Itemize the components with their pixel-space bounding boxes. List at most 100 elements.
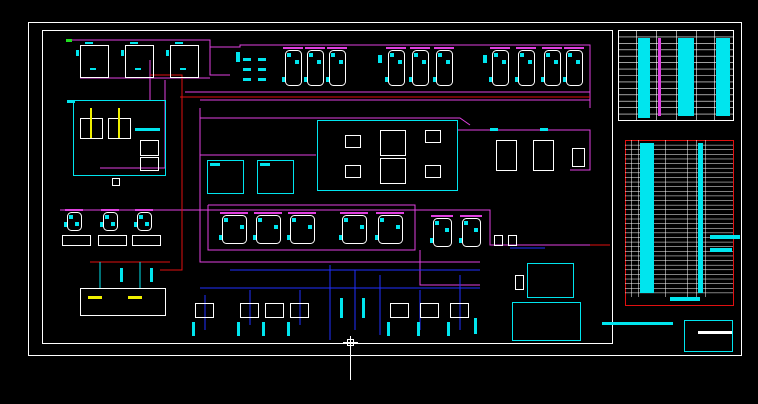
annotation-tag (433, 77, 436, 82)
annotation-tag (390, 53, 394, 57)
annotation-tag (111, 222, 115, 226)
red-pipe (150, 74, 183, 271)
annotation-tag (135, 128, 160, 131)
filter-vessel (518, 50, 535, 86)
legend-and-equipment-tables (618, 30, 740, 306)
membrane-stack (380, 158, 406, 184)
annotation-tag (490, 128, 498, 131)
annotation-tag (309, 53, 313, 57)
vessel-header (305, 47, 325, 49)
annotation-tag (260, 163, 270, 166)
neutralization-tank (80, 288, 166, 316)
filter-vessel (256, 215, 281, 244)
annotation-tag (445, 228, 449, 232)
valve-set (572, 148, 585, 167)
filter-vessel (378, 215, 403, 244)
product-tank (496, 140, 517, 171)
annotation-tag (546, 53, 550, 57)
annotation-tag (100, 222, 103, 227)
annotation-tag (331, 53, 335, 57)
vessel-header (288, 212, 316, 214)
annotation-tag (258, 78, 266, 81)
annotation-tag (474, 318, 477, 334)
annotation-tag (326, 77, 329, 82)
annotation-tag (64, 222, 67, 227)
annotation-tag (243, 78, 251, 81)
annotation-tag (166, 50, 169, 56)
annotation-tag (120, 268, 123, 282)
storage-tank (125, 45, 154, 78)
annotation-tag (554, 60, 558, 64)
annotation-tag (145, 222, 149, 226)
dosing-pump (140, 140, 159, 156)
annotation-tag (287, 322, 290, 336)
annotation-tag (483, 55, 487, 63)
table-cell-fill (710, 248, 732, 252)
table-cell-fill (640, 143, 654, 293)
annotation-tag (520, 53, 524, 57)
vessel-header (254, 212, 282, 214)
annotation-tag (240, 225, 244, 229)
annotation-tag (380, 218, 384, 222)
vessel-header (516, 47, 536, 49)
pipe-line (419, 250, 480, 286)
filter-group-boundary (207, 204, 416, 251)
vessel-header (542, 47, 562, 49)
pump (265, 303, 284, 318)
pump (132, 235, 161, 246)
annotation-tag (253, 235, 256, 240)
valve (494, 235, 503, 246)
annotation-tag (447, 322, 450, 336)
filter-vessel (329, 50, 346, 86)
filter-vessel (103, 212, 118, 231)
membrane-stack (380, 130, 406, 156)
pump (450, 303, 469, 318)
annotation-tag (292, 218, 296, 222)
filter (515, 275, 524, 290)
annotation-tag (576, 60, 580, 64)
annotation-tag (438, 53, 442, 57)
drain (112, 178, 120, 186)
vessel-header (65, 209, 83, 211)
filter-vessel (137, 212, 152, 231)
annotation-tag (494, 53, 498, 57)
level-mark (128, 296, 142, 299)
annotation-tag (396, 225, 400, 229)
annotation-tag (563, 77, 566, 82)
product-tank (533, 140, 554, 171)
annotation-tag (430, 238, 433, 243)
filter-vessel (433, 218, 452, 247)
annotation-tag (243, 68, 251, 71)
vessel-header (431, 215, 453, 217)
annotation-tag (339, 235, 342, 240)
annotation-tag (75, 222, 79, 226)
level-mark (88, 296, 102, 299)
annotation-tag (295, 60, 299, 64)
annotation-tag (134, 222, 137, 227)
annotation-tag (69, 215, 73, 219)
annotation-tag (474, 228, 478, 232)
pump (98, 235, 127, 246)
filter-vessel (67, 212, 82, 231)
annotation-tag (192, 322, 195, 336)
equipment-list-table (625, 140, 734, 306)
annotation-tag (304, 77, 307, 82)
filter-vessel (307, 50, 324, 86)
table-cell-fill (678, 38, 694, 116)
annotation-tag (541, 77, 544, 82)
annotation-tag (387, 322, 390, 336)
filter-vessel (462, 218, 481, 247)
annotation-tag (139, 215, 143, 219)
annotation-tag (130, 42, 138, 44)
pipe-line (210, 44, 591, 108)
pump (195, 303, 214, 318)
annotation-tag (422, 60, 426, 64)
filter-vessel (388, 50, 405, 86)
storage-tank (80, 45, 109, 78)
filter-vessel (342, 215, 367, 244)
annotation-tag (287, 53, 291, 57)
annotation-tag (85, 42, 93, 44)
annotation-tag (135, 68, 141, 70)
annotation-tag (360, 225, 364, 229)
